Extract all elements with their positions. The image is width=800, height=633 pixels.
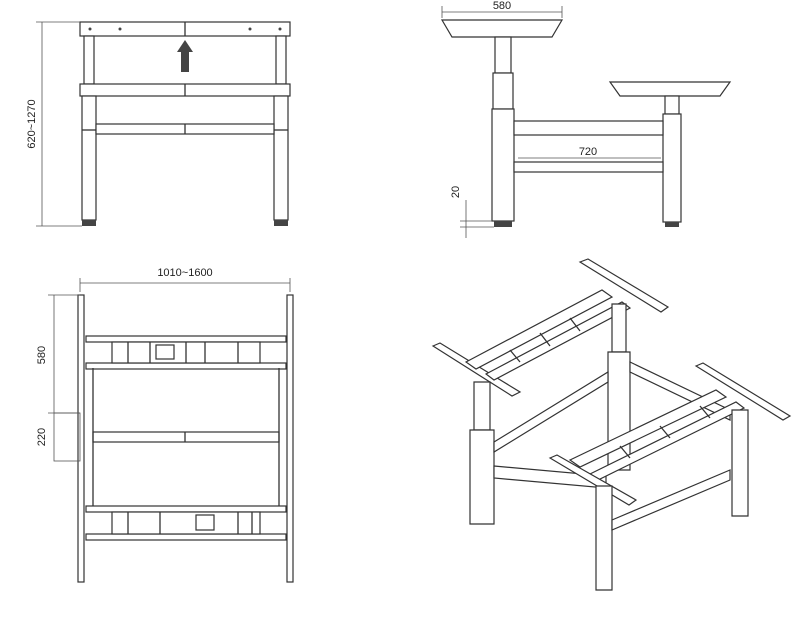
iso-front-left-leg [469,429,495,525]
top-left-rail [77,294,85,583]
top-center-crossbar [92,431,280,443]
isometric-view [431,258,792,591]
width-range-label: 1010~1600 [157,267,212,279]
height-range-label: 620~1270 [26,99,38,148]
lower-motor-module [111,511,261,535]
top-depth-label: 580 [36,346,48,364]
foot-height-label: 20 [450,186,462,198]
side-left-column [491,108,515,222]
iso-right-bracket [694,362,792,421]
side-top-bracket-right [608,81,732,97]
top-view: 1010~1600 580 220 [36,267,294,583]
side-top-bracket-left [440,19,564,38]
top-right-rail [286,294,294,583]
top-width-label: 580 [493,0,511,12]
side-right-column [662,113,682,223]
foot-gap-label: 720 [579,146,597,158]
side-view: 580 720 20 [440,0,732,238]
up-arrow-icon [177,40,193,72]
iso-front-right-leg [595,485,613,591]
center-gap-label: 220 [36,428,48,446]
front-left-leg [81,95,97,221]
front-right-leg [273,95,289,221]
iso-back-bracket [578,258,670,313]
front-view: 620~1270 [26,21,291,227]
iso-front-left-bracket [431,342,522,397]
